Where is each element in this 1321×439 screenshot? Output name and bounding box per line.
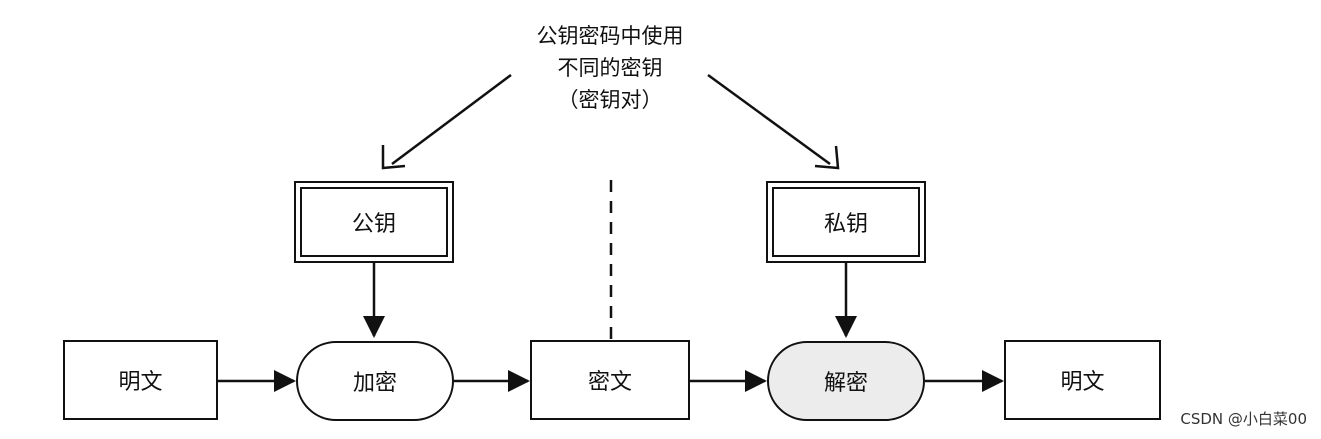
ciphertext-label: 密文 (587, 370, 632, 395)
ciphertext-box: 密文 (530, 340, 690, 420)
note-line-1: 公钥密码中使用 (536, 24, 684, 48)
key-pair-note: 公钥密码中使用 不同的密钥 （密钥对） (500, 20, 720, 116)
plaintext-output-box: 明文 (1004, 340, 1161, 420)
private-key-box: 私钥 (766, 181, 926, 263)
note-line-2: 不同的密钥 (557, 56, 663, 80)
public-key-box: 公钥 (294, 181, 454, 263)
decrypt-node: 解密 (767, 341, 925, 421)
encrypt-label: 加密 (352, 371, 397, 396)
plaintext-output-label: 明文 (1060, 370, 1105, 395)
encrypt-node: 加密 (296, 341, 454, 421)
note-line-3: （密钥对） (557, 88, 663, 112)
watermark: CSDN @小白菜00 (1180, 410, 1307, 428)
note-arrow-left (381, 73, 512, 170)
plaintext-input-label: 明文 (118, 370, 163, 395)
public-key-label: 公钥 (300, 187, 448, 257)
decrypt-label: 解密 (823, 371, 868, 396)
private-key-label: 私钥 (772, 187, 920, 257)
note-arrow-right (707, 73, 840, 170)
plaintext-input-box: 明文 (63, 340, 218, 420)
